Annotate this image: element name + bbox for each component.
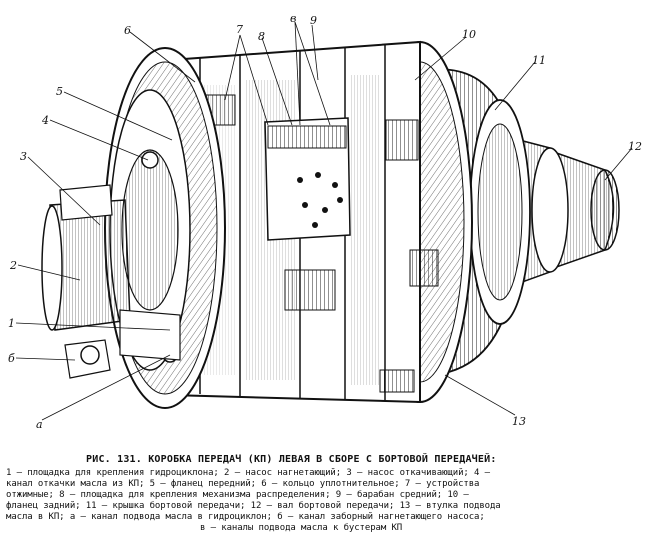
callout-4: 4 [41, 114, 49, 127]
callout-3: 3 [20, 150, 27, 163]
callout-6: 6 [124, 24, 131, 37]
callout-12: 12 [628, 140, 642, 153]
callout-v: в [290, 12, 296, 25]
callout-5: 5 [56, 85, 63, 98]
caption-line: масла в КП; а – канал подвода масла в ги… [6, 512, 485, 522]
callout-9: 9 [310, 14, 317, 27]
callout-11: 11 [532, 54, 546, 67]
caption-title: РИС. 131. КОРОБКА ПЕРЕДАЧ (КП) ЛЕВАЯ В С… [86, 454, 497, 465]
leader-lines [15, 21, 633, 421]
distribution-pad [264, 117, 351, 241]
callout-2: 2 [9, 259, 17, 272]
caption-line: 1 – площадка для крепления гидроциклона;… [6, 468, 490, 478]
caption-line: отжимные; 8 – площадка для крепления мех… [6, 490, 469, 500]
callout-a: а [36, 418, 43, 431]
gearbox-illustration: 1 2 3 4 5 6 7 8 9 10 11 12 13 а б в [8, 12, 642, 431]
callout-8: 8 [258, 30, 265, 43]
callout-13: 13 [512, 415, 526, 428]
callout-7: 7 [236, 23, 243, 36]
callout-10: 10 [462, 28, 476, 41]
booster-brackets [204, 94, 439, 393]
pumps-assembly [41, 184, 181, 379]
caption-line: фланец задний; 11 – крышка бортовой пере… [6, 501, 501, 511]
figure-caption: РИС. 131. КОРОБКА ПЕРЕДАЧ (КП) ЛЕВАЯ В С… [0, 452, 648, 535]
callout-1: 1 [8, 317, 15, 330]
caption-line: канал откачки масла из КП; 5 – фланец пе… [6, 479, 480, 489]
caption-line: в – каналы подвода масла к бустерам КП [200, 523, 403, 533]
callout-b: б [8, 352, 15, 365]
